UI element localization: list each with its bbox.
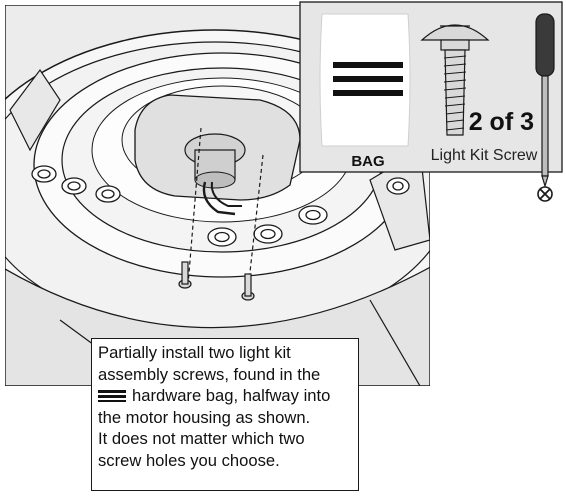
screw-name-label: Light Kit Screw	[431, 147, 538, 164]
three-bar-bag-icon	[319, 13, 411, 147]
bag-label: BAG	[351, 153, 384, 170]
instruction-line-5: It does not matter which two	[98, 429, 305, 449]
instruction-callout: Partially install two light kit assembly…	[91, 338, 359, 491]
instruction-line-3-text: hardware bag, halfway into	[132, 386, 331, 406]
three-bar-bag-icon	[98, 390, 126, 403]
instruction-line-4: the motor housing as shown.	[98, 407, 311, 427]
phillips-drive-icon	[537, 186, 553, 202]
screwdriver-icon	[535, 13, 555, 189]
instruction-line-6: screw holes you choose.	[98, 450, 280, 470]
light-kit-screws	[178, 261, 255, 301]
round-head-screw-icon	[420, 24, 490, 136]
hardware-panel: BAG 2 of 3 Light Kit Screw	[299, 1, 563, 202]
instruction-line-3: hardware bag, halfway into	[98, 385, 352, 407]
instruction-line-1: Partially install two light kit	[98, 343, 291, 362]
screw-count-label: 2 of 3	[469, 108, 534, 136]
instruction-line-2: assembly screws, found in the	[98, 364, 321, 384]
